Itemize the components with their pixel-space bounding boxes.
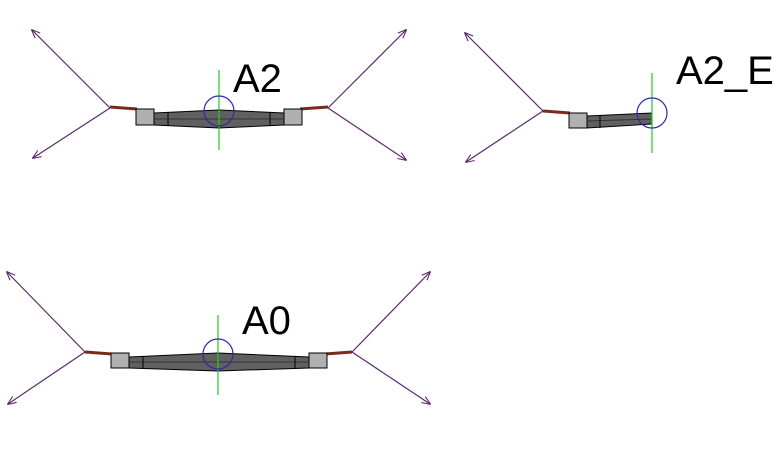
slope-lines — [7, 272, 430, 404]
road-surface — [542, 109, 653, 129]
section-a0[interactable]: A0 — [7, 272, 430, 404]
pivot-circle — [202, 338, 234, 370]
slope-lines — [465, 33, 544, 162]
section-label: A2_E — [676, 49, 774, 93]
section-label: A2 — [233, 57, 282, 101]
section-label: A0 — [242, 299, 291, 343]
section-a2[interactable]: A2 — [32, 30, 406, 160]
slope-lines — [32, 30, 406, 160]
pivot-circle — [636, 97, 668, 129]
pivot-circle — [203, 95, 235, 127]
section-a2-e[interactable]: A2_E — [465, 33, 774, 162]
